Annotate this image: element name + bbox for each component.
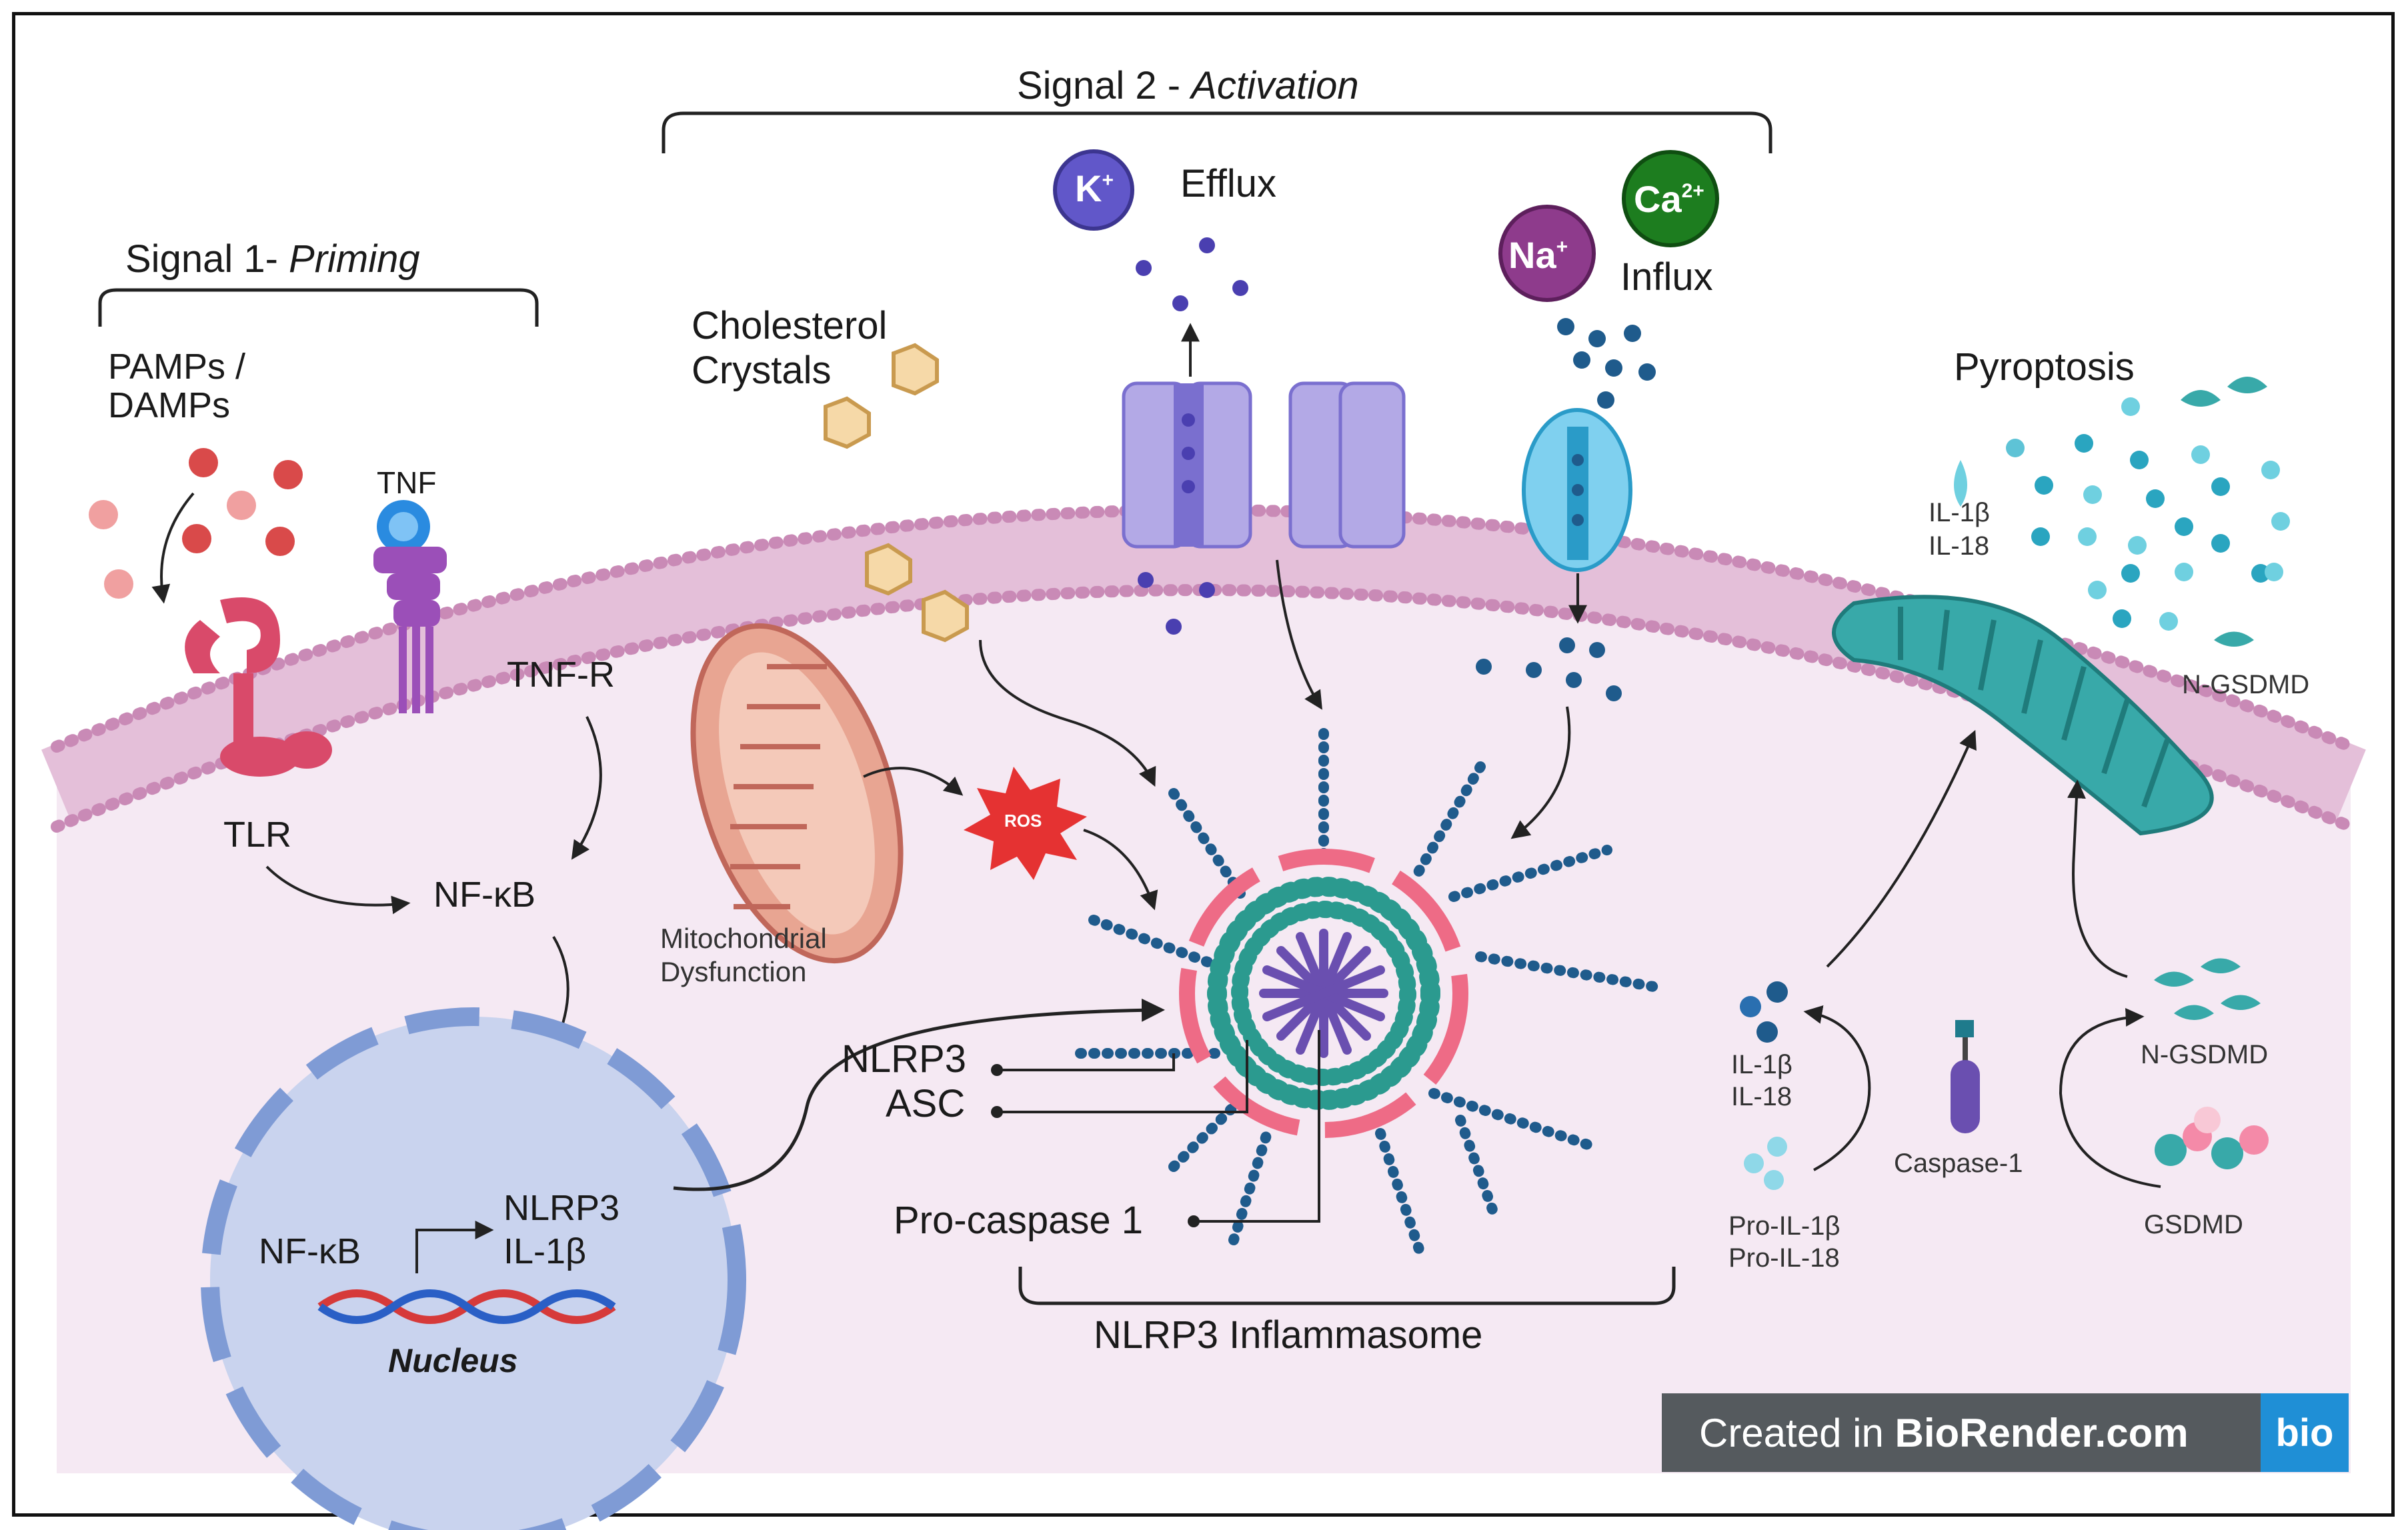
inflammasome-label: NLRP3 Inflammasome xyxy=(1094,1313,1482,1357)
pamp-molecules xyxy=(89,448,303,599)
k-ion-label: K+ xyxy=(1075,167,1114,209)
caspase1-label: Caspase-1 xyxy=(1894,1149,2023,1178)
released-cytokines xyxy=(1954,377,2290,647)
caspase1-icon xyxy=(1951,1020,1980,1133)
nucleus xyxy=(201,1007,746,1530)
ros-burst xyxy=(964,767,1087,880)
pro-il-cytokines xyxy=(1744,1137,1787,1190)
procaspase-label: Pro-caspase 1 xyxy=(894,1199,1143,1242)
ros-label: ROS xyxy=(1004,811,1042,831)
il1b-label: IL-1β xyxy=(1731,1050,1792,1079)
k-ion xyxy=(1053,149,1134,231)
na-ions-inside xyxy=(1476,637,1622,701)
mito-label-1: Mitochondrial xyxy=(660,923,827,954)
inflammasome xyxy=(1075,728,1659,1259)
efflux-label: Efflux xyxy=(1180,162,1276,205)
influx-label: Influx xyxy=(1620,255,1713,299)
biorender-badge[interactable]: Created in BioRender.com bio xyxy=(1662,1393,2349,1472)
inflammasome-bracket xyxy=(1018,1267,1676,1305)
na-ion-label: Na+ xyxy=(1508,234,1568,276)
ca-ion xyxy=(1622,150,1719,247)
il18-label: IL-18 xyxy=(1731,1082,1792,1111)
pyroptosis-label: Pyroptosis xyxy=(1954,345,2135,389)
gsdmd-label: GSDMD xyxy=(2144,1210,2243,1239)
mitochondrion xyxy=(690,623,904,964)
k-ions-inside xyxy=(1138,572,1215,635)
na-channel xyxy=(1522,408,1632,572)
ngsdmd-label: N-GSDMD xyxy=(2141,1040,2268,1069)
tnf-receptor xyxy=(373,500,447,713)
biorender-text: Created in BioRender.com xyxy=(1699,1410,2189,1455)
k-ions-outside xyxy=(1136,237,1248,311)
nucleus-label: Nucleus xyxy=(388,1342,518,1379)
dna-helix xyxy=(317,1289,616,1324)
nfkb-label: NF-κB xyxy=(433,875,535,915)
biorender-logo: bio xyxy=(2261,1393,2349,1472)
cholesterol-label-2: Crystals xyxy=(692,349,831,392)
cholesterol-crystals xyxy=(824,343,969,643)
mito-label-2: Dysfunction xyxy=(660,956,806,987)
nucleus-il1b-label: IL-1β xyxy=(503,1231,586,1271)
ngsdmd-top-label: N-GSDMD xyxy=(2182,670,2309,699)
nucleus-nlrp3-label: NLRP3 xyxy=(503,1188,620,1228)
gsdmd-proteins xyxy=(2155,1107,2269,1169)
signal2-bracket xyxy=(662,111,1772,153)
il-cytokines xyxy=(1740,981,1788,1043)
k-channel xyxy=(1122,381,1406,549)
ngsdmd-fragments xyxy=(2154,958,2261,1020)
pro-il18-label: Pro-IL-18 xyxy=(1728,1243,1840,1273)
signal1-title: Signal 1- Priming xyxy=(125,237,420,281)
na-ion xyxy=(1498,205,1596,302)
nucleus-nfkb-label: NF-κB xyxy=(259,1231,361,1271)
na-ions-outside xyxy=(1557,318,1656,409)
tnf-label: TNF xyxy=(377,465,436,500)
tlr-receptor xyxy=(185,597,332,777)
damps-label: DAMPs xyxy=(108,385,230,425)
gsdmd-pore xyxy=(1832,595,2214,836)
nlrp3-label: NLRP3 xyxy=(842,1037,966,1081)
signal1-bracket xyxy=(98,288,539,327)
ca-ion-label: Ca2+ xyxy=(1634,178,1704,220)
tnf-r-label: TNF-R xyxy=(507,655,615,695)
cholesterol-label-1: Cholesterol xyxy=(692,304,887,347)
signal2-title: Signal 2 - Activation xyxy=(1017,64,1359,107)
pamps-label: PAMPs / xyxy=(108,347,245,387)
asc-label: ASC xyxy=(886,1082,965,1125)
tlr-label: TLR xyxy=(223,815,291,855)
pyro-il18-label: IL-18 xyxy=(1929,531,1989,561)
pro-il1b-label: Pro-IL-1β xyxy=(1728,1211,1841,1241)
